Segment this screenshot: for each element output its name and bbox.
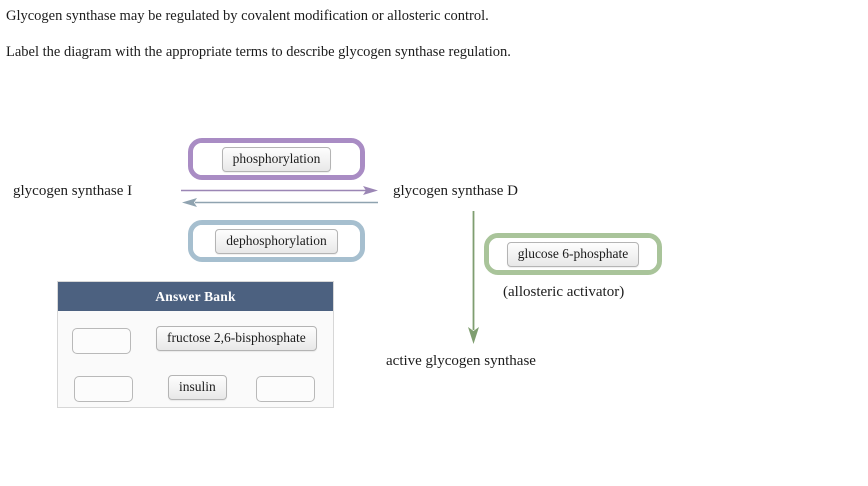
activation-arrow-icon bbox=[468, 211, 479, 344]
answer-bank-empty-slot-1[interactable] bbox=[72, 328, 131, 354]
label-active-glycogen-synthase: active glycogen synthase bbox=[386, 353, 536, 369]
answer-bank-panel: Answer Bank fructose 2,6-bisphosphate in… bbox=[57, 281, 334, 408]
answer-bank-term-fructose-2-6-bisphosphate[interactable]: fructose 2,6-bisphosphate bbox=[156, 326, 317, 351]
term-chip-glucose-6-phosphate[interactable]: glucose 6-phosphate bbox=[506, 241, 640, 267]
label-allosteric-activator: (allosteric activator) bbox=[503, 284, 625, 300]
dropzone-glucose-6-phosphate[interactable]: glucose 6-phosphate bbox=[484, 233, 662, 275]
prompt-line-1: Glycogen synthase may be regulated by co… bbox=[6, 8, 489, 24]
answer-bank-empty-slot-2[interactable] bbox=[74, 376, 133, 402]
label-glycogen-synthase-i: glycogen synthase I bbox=[13, 183, 133, 199]
label-glycogen-synthase-d: glycogen synthase D bbox=[393, 183, 518, 199]
dropzone-dephosphorylation[interactable]: dephosphorylation bbox=[188, 220, 365, 262]
dropzone-glucose-6-phosphate-inner: glucose 6-phosphate bbox=[489, 238, 657, 270]
dropzone-phosphorylation-inner: phosphorylation bbox=[193, 143, 360, 175]
term-chip-phosphorylation[interactable]: phosphorylation bbox=[221, 146, 332, 172]
dropzone-phosphorylation[interactable]: phosphorylation bbox=[188, 138, 365, 180]
reverse-arrow-icon bbox=[182, 198, 378, 207]
answer-bank-body: fructose 2,6-bisphosphate insulin bbox=[58, 311, 333, 407]
term-chip-dephosphorylation[interactable]: dephosphorylation bbox=[215, 228, 338, 254]
answer-bank-empty-slot-3[interactable] bbox=[256, 376, 315, 402]
answer-bank-title: Answer Bank bbox=[58, 282, 333, 311]
dropzone-dephosphorylation-inner: dephosphorylation bbox=[193, 225, 360, 257]
forward-arrow-icon bbox=[181, 186, 378, 195]
answer-bank-term-insulin[interactable]: insulin bbox=[168, 375, 227, 400]
prompt-line-2: Label the diagram with the appropriate t… bbox=[6, 44, 511, 60]
